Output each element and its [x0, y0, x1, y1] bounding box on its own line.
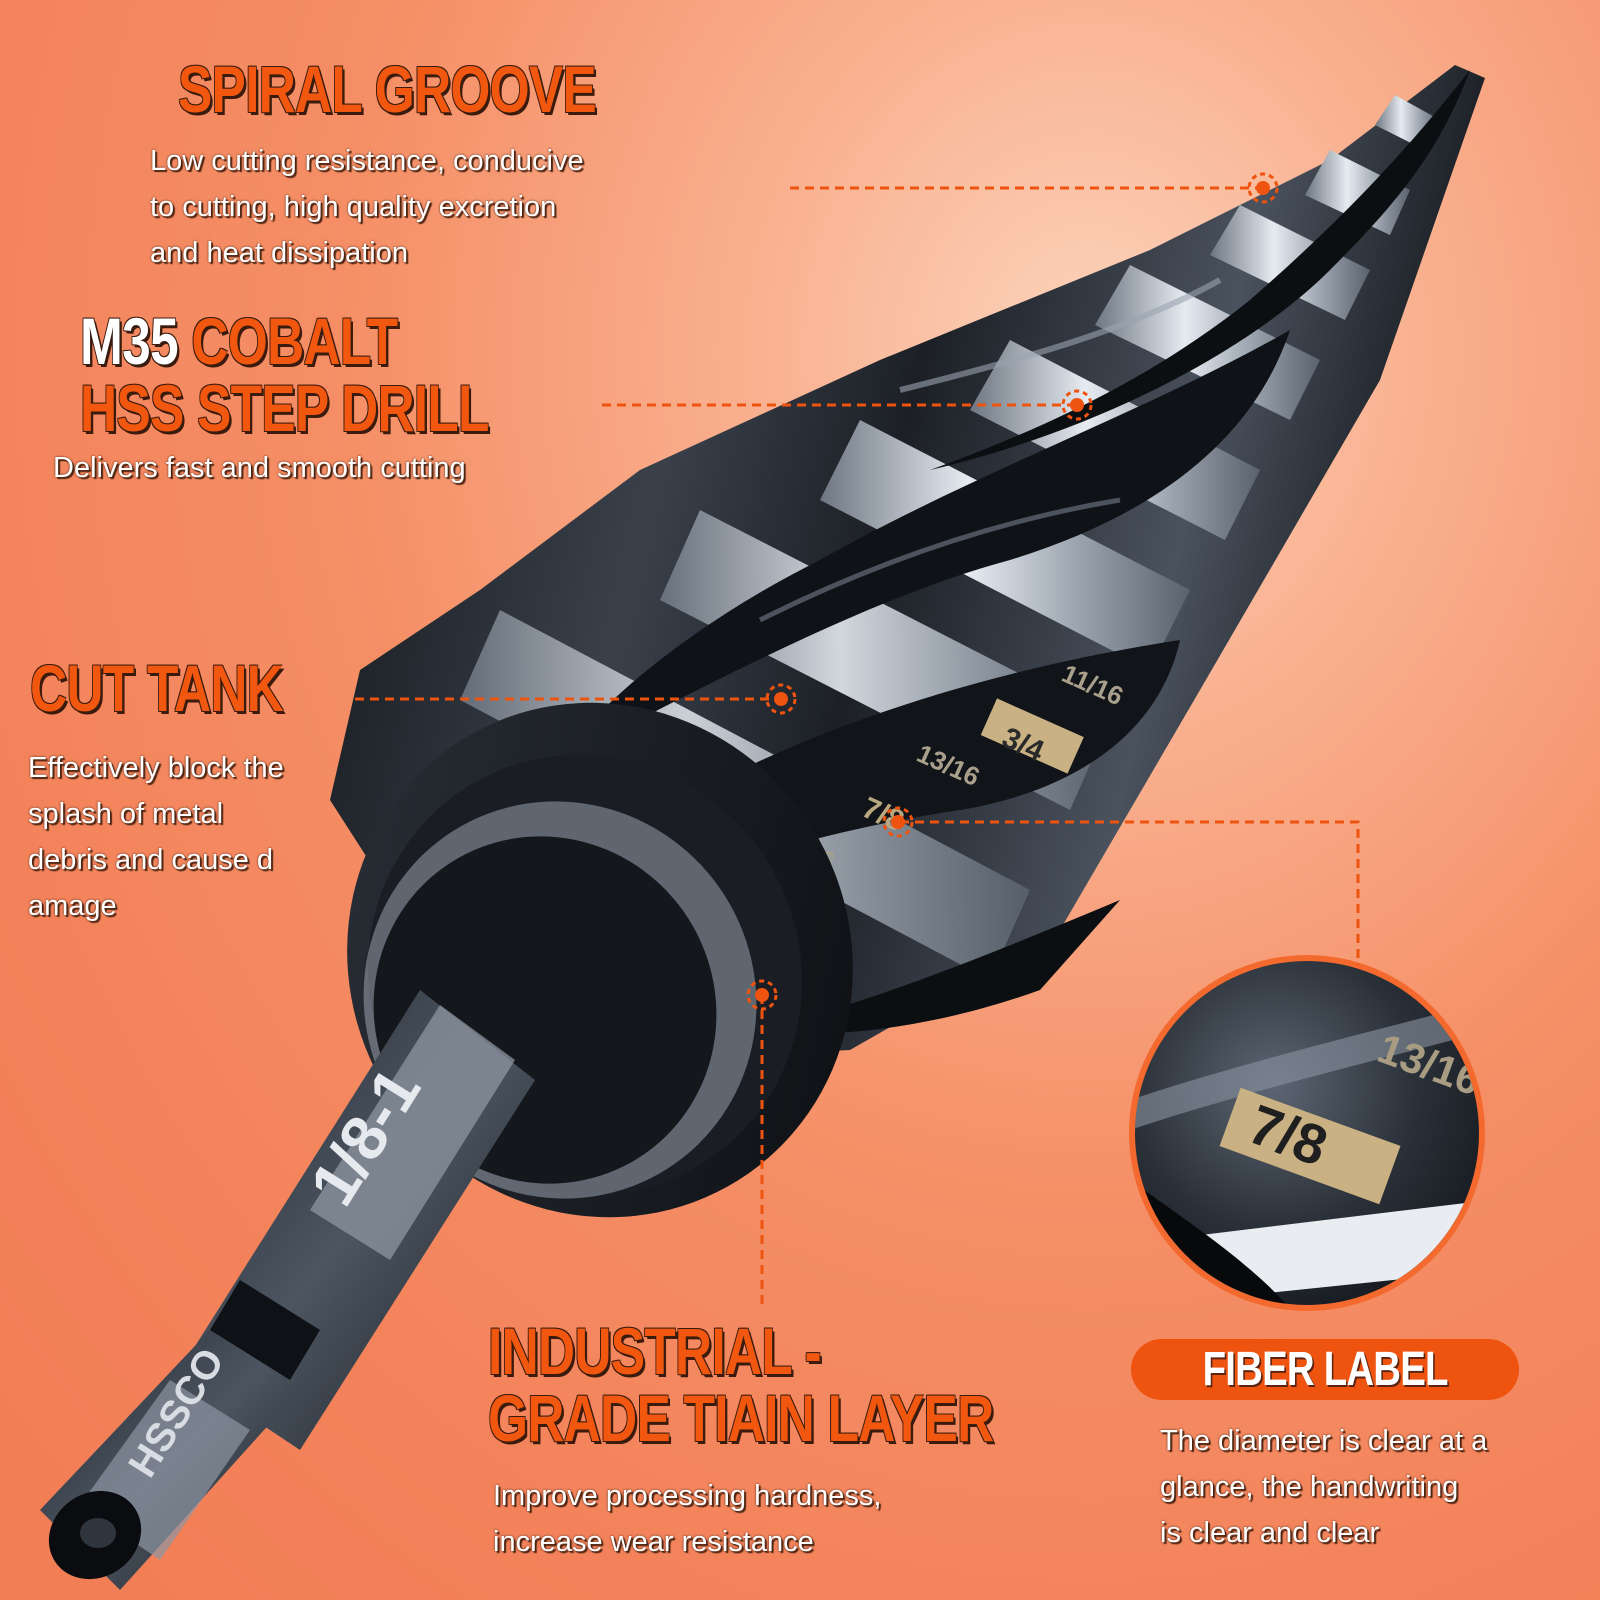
fiber-label-zoom: 7/8 13/16	[1129, 955, 1485, 1311]
cut-tank-line-4: amage	[28, 890, 117, 922]
spiral-groove-line-1: Low cutting resistance, conducive	[150, 145, 584, 177]
fiber-label-title: FIBER LABEL	[1202, 1343, 1448, 1396]
material-grade: M35	[80, 304, 179, 378]
fiber-label-description: The diameter is clear at a glance, the h…	[1160, 1418, 1487, 1556]
material-description: Delivers fast and smooth cutting	[53, 452, 466, 484]
cut-tank-line-1: Effectively block the	[28, 752, 284, 784]
coating-title-line-1: INDUSTRIAL -	[488, 1314, 822, 1388]
callout-lines	[355, 186, 1360, 1305]
fiber-label-line-2: glance, the handwriting	[1160, 1471, 1459, 1503]
marker-coating-icon	[746, 979, 778, 1011]
material-title-rest: COBALT	[177, 304, 398, 378]
marker-spiral-groove-icon	[1247, 172, 1279, 204]
hex-shank: 1/8-1 HSSCO	[40, 990, 535, 1590]
marker-material-icon	[1061, 389, 1093, 421]
fiber-label-line-1: The diameter is clear at a	[1160, 1425, 1488, 1457]
cut-tank-description: Effectively block the splash of metal de…	[28, 745, 284, 929]
fiber-label-line-3: is clear and clear	[1160, 1517, 1380, 1549]
coating-title-line-2: GRADE TIAIN LAYER	[488, 1381, 994, 1456]
spiral-groove-line-2: to cutting, high quality excretion	[150, 191, 557, 223]
coating-description: Improve processing hardness, increase we…	[493, 1473, 881, 1565]
zoom-label-band	[1219, 1087, 1401, 1205]
coating-title: INDUSTRIAL -GRADE TIAIN LAYER	[488, 1317, 994, 1456]
scale-label-3-4-band	[980, 698, 1084, 774]
cut-tank-title: CUT TANK	[30, 651, 284, 725]
fiber-label-badge: FIBER LABEL	[1131, 1339, 1519, 1400]
spiral-groove-line-3: and heat dissipation	[150, 237, 408, 269]
marker-cut-tank-icon	[765, 683, 797, 715]
spiral-groove-title: SPIRAL GROOVE	[178, 52, 597, 126]
marker-fiber-label-icon	[882, 806, 914, 838]
leader-fiber-label	[900, 820, 1360, 965]
coating-line-2: increase wear resistance	[493, 1526, 814, 1558]
cut-tank-line-2: splash of metal	[28, 798, 224, 830]
spiral-groove-description: Low cutting resistance, conducive to cut…	[150, 138, 584, 276]
coating-line-1: Improve processing hardness,	[493, 1480, 882, 1512]
cut-tank-line-3: debris and cause d	[28, 844, 274, 876]
material-title-line-2: HSS STEP DRILL	[80, 371, 489, 446]
callout-markers	[746, 172, 1279, 1011]
